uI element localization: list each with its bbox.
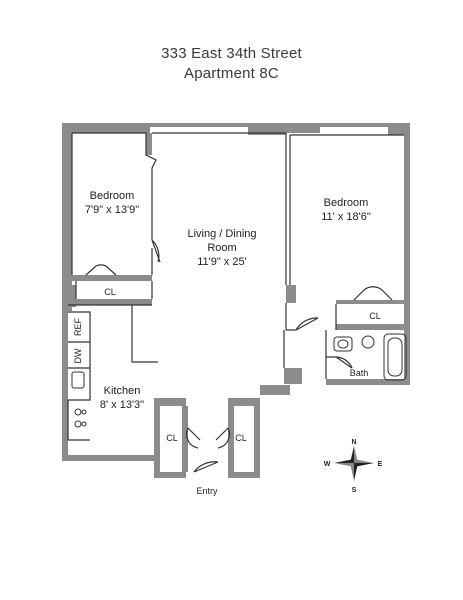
kitchen-sink [71,371,85,389]
bedroom-left-dimensions: 7'9" x 13'9" [85,204,139,216]
wall-pillar-mid [286,285,296,303]
wall-entry-right-bottom [228,472,260,478]
compass-arrow-east [354,459,374,463]
fixtures [71,333,407,428]
living-name-line2: Room [207,242,236,254]
wall-entry-left-side [154,398,160,478]
door-entry-closet-left [185,427,201,449]
bathtub [383,333,407,381]
bedroom-left-name: Bedroom [90,190,135,202]
bath-name: Bath [350,368,369,378]
wall-bedroom-left-partition-a [146,133,152,155]
wall-left-lower [62,311,68,461]
wall-top-window [150,123,248,127]
entry-name: Entry [196,486,218,496]
toilet [361,335,375,349]
wall-entry-right-inner [228,406,234,472]
dishwasher-label: DW [73,348,83,363]
kitchen-divider [131,305,158,363]
wall-entry-left-inner [182,406,188,472]
wall-top-right-a [286,123,320,133]
burner-2 [74,420,82,428]
burner-1 [74,408,82,416]
compass-n-label: N [351,439,356,446]
bedroom-right-name: Bedroom [324,197,369,209]
wall-closet-right-bottom [336,324,408,330]
apartment-line: Apartment 8C [184,65,279,82]
wall-left-upper [62,123,72,311]
wall-top-window-right [320,123,388,127]
door-entry-closet-right [215,427,231,449]
plan-title: 333 East 34th Street Apartment 8C [0,44,463,84]
bath-sink [337,339,349,349]
compass-arrow-west [334,459,354,463]
wall-kitchen-bottom [62,455,154,461]
living-name-line1: Living / Dining [187,228,256,240]
wall-closet-left-bottom [68,299,152,305]
door-bath-arc [335,356,353,369]
interior-lines [67,132,404,473]
wall-entry-left-bottom [154,472,186,478]
wall-closet-left-block [62,285,76,307]
burner-4 [81,421,87,427]
closet-right-label: CL [369,311,381,321]
wall-pillar-lower [284,368,302,384]
door-closet-left [85,264,117,276]
door-living-bedroom [286,317,319,331]
compass-e-label: E [378,461,383,468]
walls [62,123,410,478]
door-living-bedroom-arc [295,317,319,331]
closet-left-box [75,281,153,299]
kitchen-counter [67,311,91,441]
kitchen-dimensions: 8' x 13'3" [100,399,144,411]
door-bedroom-left [151,239,161,263]
burner-3 [81,409,87,415]
wall-bedroom-left-bottom [68,275,152,281]
wall-bath-bottom [326,379,410,385]
compass-arrow-north [350,446,354,463]
wall-top-left [62,123,150,133]
living-dimensions: 11'9" x 25' [197,256,247,268]
bedroom-left-wall-line [72,132,157,240]
bath-vanity [333,336,353,352]
wall-entry-right-top [228,398,260,406]
compass-rose: N S W E [324,439,383,494]
door-closet-right [353,286,393,301]
wall-entry-right-side [254,398,260,478]
bedroom-right-dimensions: 11' x 18'6" [321,211,371,223]
door-entry [193,461,219,473]
wall-entry-left-top [154,398,186,406]
bedroom-right-outline [289,134,404,285]
wall-closet-right-top [336,300,408,304]
refrigerator-label: REF [73,317,83,336]
compass-w-label: W [324,461,331,468]
compass-arrow-south [350,463,354,481]
compass-s-label: S [352,487,357,494]
bathtub-inner [387,337,403,377]
wall-right [404,123,410,383]
wall-living-bottom [260,385,290,395]
wall-top-pillar [248,123,286,135]
kitchen-name: Kitchen [104,385,141,397]
closet-left-label: CL [104,287,116,297]
address-line: 333 East 34th Street [161,45,302,62]
closet-entry-left-label: CL [166,433,178,443]
closet-entry-right-label: CL [235,433,247,443]
